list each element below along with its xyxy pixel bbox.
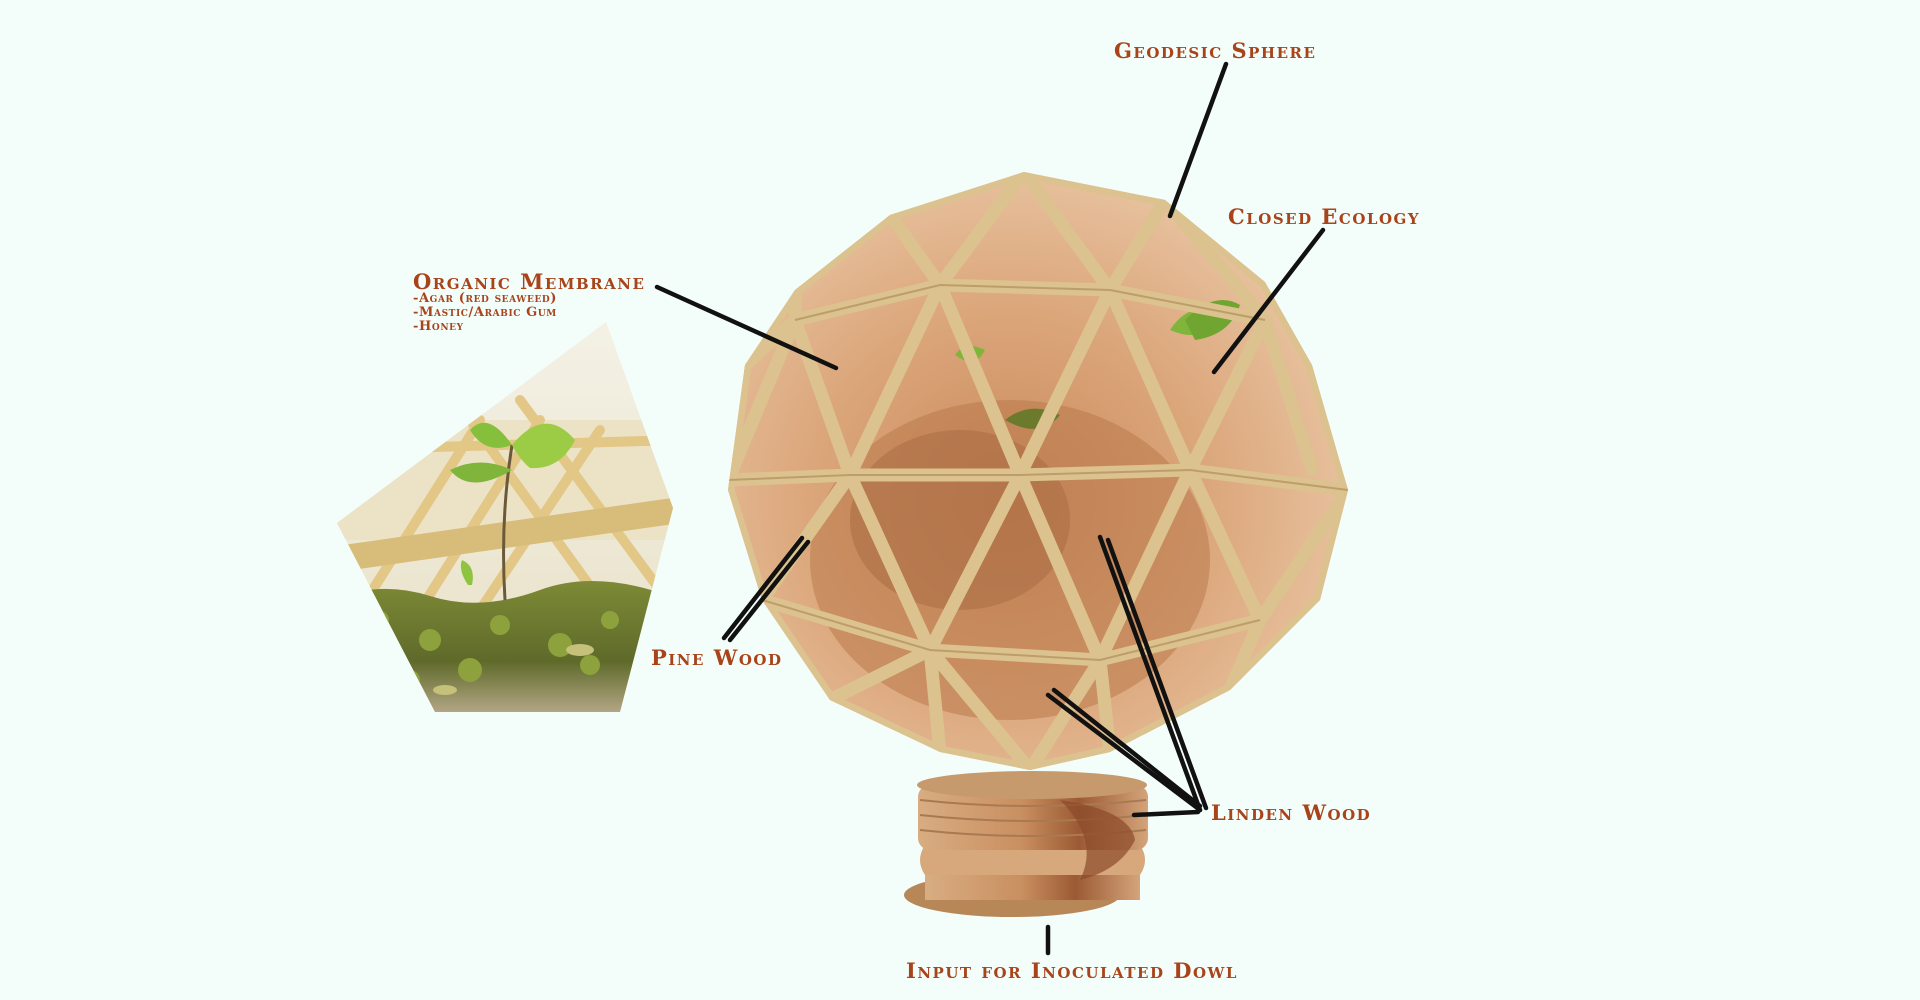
label-pine-wood: Pine Wood (651, 645, 783, 670)
geodesic-sphere-model (728, 172, 1348, 770)
label-closed-ecology: Closed Ecology (1228, 204, 1421, 229)
leader-organic-membrane (654, 284, 839, 371)
leader-linden-wood-1 (1097, 534, 1203, 813)
leader-closed-ecology (1211, 227, 1326, 375)
inset-detail-image (337, 322, 673, 712)
leader-linden-wood-2 (1045, 692, 1203, 813)
label-input-dowl: Input for Inoculated Dowl (906, 958, 1238, 983)
leader-linden-wood-3 (1131, 809, 1201, 818)
label-geodesic-sphere: Geodesic Sphere (1114, 38, 1317, 63)
leader-pine-wood (721, 535, 805, 641)
leader-geodesic-sphere (1167, 61, 1229, 219)
leader-pine-wood-2 (727, 539, 811, 643)
leader-linden-wood-1b (1105, 537, 1209, 811)
label-linden-wood: Linden Wood (1211, 800, 1372, 825)
leader-linden-wood-2b (1051, 687, 1203, 809)
wooden-base (904, 771, 1148, 917)
membrane-item-agar: -Agar (red seaweed) (413, 291, 558, 306)
membrane-item-gum: -Mastic/Arabic Gum (413, 305, 557, 320)
leader-lines (654, 61, 1326, 956)
label-organic-membrane: Organic Membrane (413, 269, 646, 294)
membrane-item-honey: -Honey (413, 319, 464, 334)
